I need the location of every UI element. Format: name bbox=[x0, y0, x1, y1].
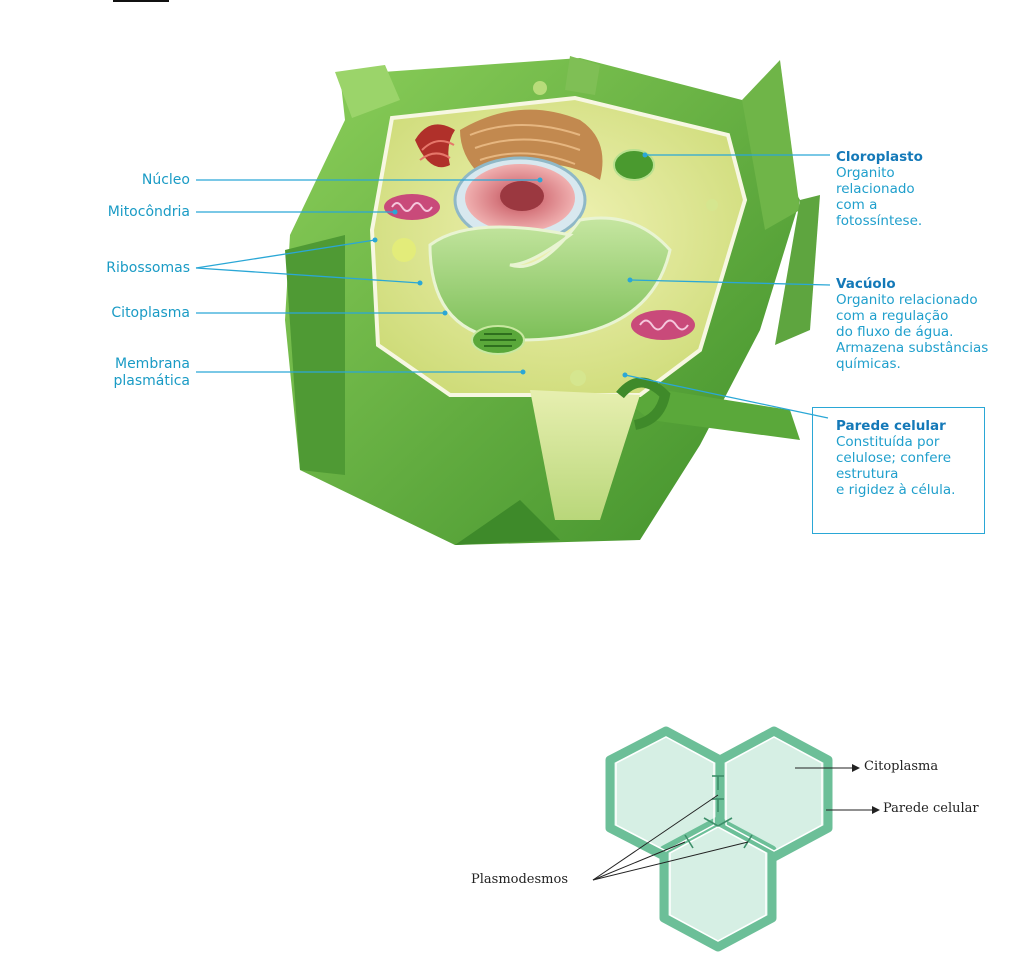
desc-vacuole-line: químicas. bbox=[836, 356, 901, 372]
cell-wall-box bbox=[812, 407, 985, 534]
plasmo-leaders bbox=[592, 767, 872, 881]
desc-chloroplast-line: com a bbox=[836, 197, 878, 213]
leader-dots bbox=[372, 152, 648, 378]
label-membrane-line2: plasmática bbox=[113, 373, 190, 389]
desc-chloroplast-line: Organito bbox=[836, 165, 895, 181]
label-nucleus: Núcleo bbox=[141, 172, 190, 188]
desc-chloroplast: Cloroplasto Organito relacionado com a f… bbox=[836, 149, 1006, 229]
label-membrane-line1: Membrana bbox=[114, 356, 190, 372]
desc-chloroplast-title: Cloroplasto bbox=[836, 149, 923, 165]
leader-lines bbox=[195, 154, 831, 419]
plasmodesmata-inner bbox=[615, 736, 823, 942]
vesicles bbox=[392, 81, 718, 386]
desc-cell-wall-line: celulose; confere bbox=[836, 450, 952, 466]
desc-chloroplast-line: relacionado bbox=[836, 181, 915, 197]
plasmodesmata-channels bbox=[684, 775, 753, 849]
desc-vacuole-title: Vacúolo bbox=[836, 276, 896, 292]
chloroplast-shapes bbox=[471, 149, 655, 355]
desc-cell-wall-line: e rigidez à célula. bbox=[836, 482, 956, 498]
golgi-apparatus bbox=[415, 124, 455, 168]
plasmo-label-cell-wall: Parede celular bbox=[883, 801, 979, 816]
plasmo-label-plasmodesmata: Plasmodesmos bbox=[471, 872, 568, 887]
desc-vacuole: Vacúolo Organito relacionado com a regul… bbox=[836, 276, 1011, 372]
top-rule bbox=[113, 0, 169, 2]
desc-vacuole-line: Armazena substâncias bbox=[836, 340, 989, 356]
mitochondria-shapes bbox=[384, 194, 695, 340]
desc-vacuole-line: com a regulação bbox=[836, 308, 949, 324]
nucleus-shape bbox=[453, 156, 587, 244]
plasmo-arrowheads bbox=[852, 764, 880, 814]
desc-chloroplast-line: fotossíntese. bbox=[836, 213, 923, 229]
label-mitochondria: Mitocôndria bbox=[107, 204, 190, 220]
label-cytoplasm: Citoplasma bbox=[111, 305, 190, 321]
desc-vacuole-line: Organito relacionado bbox=[836, 292, 978, 308]
wall-curl bbox=[616, 377, 671, 430]
desc-vacuole-line: do fluxo de água. bbox=[836, 324, 954, 340]
plasmo-label-cytoplasm: Citoplasma bbox=[864, 759, 939, 774]
desc-cell-wall-line: estrutura bbox=[836, 466, 899, 482]
desc-cell-wall: Parede celular Constituída por celulose;… bbox=[836, 418, 986, 498]
label-ribosomes: Ribossomas bbox=[106, 260, 190, 276]
desc-cell-wall-line: Constituída por bbox=[836, 434, 940, 450]
desc-cell-wall-title: Parede celular bbox=[836, 418, 946, 434]
